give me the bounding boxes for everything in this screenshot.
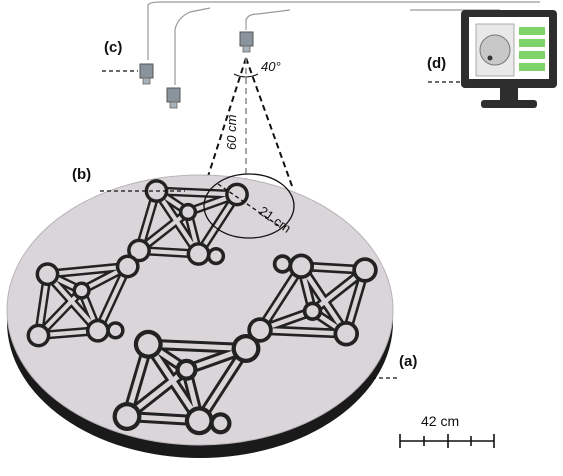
circular-platform <box>6 174 394 458</box>
camera-c-1 <box>139 63 154 85</box>
scale-bar <box>399 434 495 448</box>
camera-c-2 <box>166 87 181 109</box>
label-b: (b) <box>72 166 91 183</box>
field-of-view <box>202 57 293 210</box>
detection-zone <box>203 173 295 239</box>
angle-arc <box>233 73 259 78</box>
label-a: (a) <box>399 353 417 370</box>
label-c: (c) <box>104 39 122 56</box>
monitor <box>461 10 557 108</box>
camera-overhead <box>239 31 254 53</box>
scale-label: 42 cm <box>421 413 459 429</box>
label-leaders <box>100 70 460 379</box>
height-label: 60 cm <box>224 114 239 150</box>
angle-label: 40° <box>261 59 281 74</box>
label-d: (d) <box>427 55 446 72</box>
